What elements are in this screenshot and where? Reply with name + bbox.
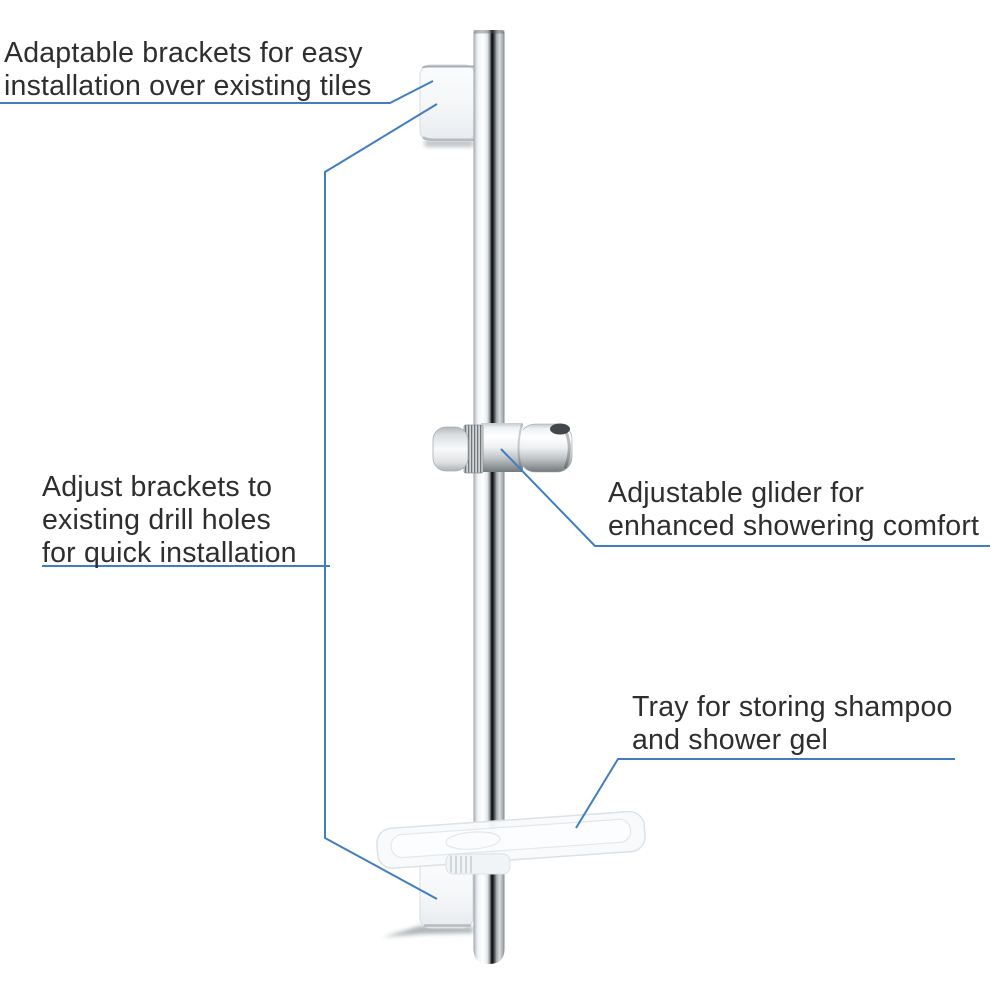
annotation-tray: Tray for storing shampoo and shower gel xyxy=(632,691,953,757)
annotation-text-line: for quick installation xyxy=(42,537,297,569)
annotation-text-line: Adaptable brackets for easy xyxy=(4,37,363,69)
top-wall-bracket xyxy=(419,64,476,147)
tray-collar xyxy=(445,853,511,875)
glider-knob xyxy=(432,426,469,472)
glider-clip-notch xyxy=(550,423,570,435)
glider xyxy=(432,423,573,474)
annotation-text-line: existing drill holes xyxy=(42,504,271,536)
annotation-text-line: Tray for storing shampoo xyxy=(632,691,953,723)
annotation-adjustable-glider: Adjustable glider for enhanced showering… xyxy=(608,477,979,543)
callout-line-tray xyxy=(575,758,955,829)
annotation-text-line: installation over existing tiles xyxy=(4,70,372,102)
annotation-adaptable-brackets: Adaptable brackets for easy installation… xyxy=(4,37,372,103)
callout-line-bottom-bracket xyxy=(324,103,438,900)
annotation-text-line: Adjustable glider for xyxy=(608,477,865,509)
annotation-text-line: enhanced showering comfort xyxy=(608,510,980,542)
shelf-tray xyxy=(376,810,646,875)
annotation-text-line: Adjust brackets to xyxy=(42,471,273,503)
callout-line-glider xyxy=(500,448,990,547)
callout-line-top-bracket xyxy=(0,80,434,104)
shower-rail xyxy=(473,30,505,964)
annotation-text-line: and shower gel xyxy=(632,724,829,756)
callout-lines xyxy=(0,80,990,900)
annotation-adjust-brackets: Adjust brackets to existing drill holes … xyxy=(42,471,297,570)
